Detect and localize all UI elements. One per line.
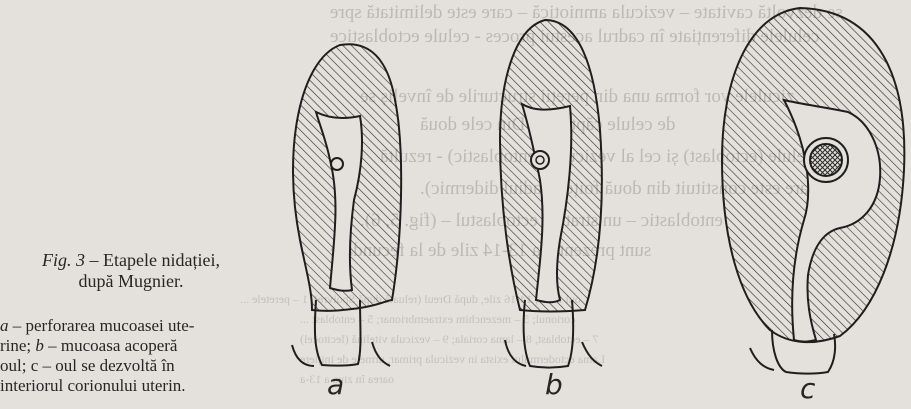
stage-a-drawing (292, 44, 401, 366)
stage-c-drawing (722, 8, 904, 374)
legend-line: a – perforarea mucoasei ute- (0, 316, 262, 336)
figure-legend: a – perforarea mucoasei ute- rine; b – m… (0, 316, 262, 396)
caption-line-2: după Mugnier. (0, 271, 262, 292)
figure-caption: Fig. 3 – Etapele nidației, după Mugnier. (0, 250, 262, 292)
egg-a (331, 158, 343, 170)
legend-text: – mucoasa acoperă (44, 336, 178, 355)
legend-letter-a: a (0, 316, 9, 335)
legend-text: – perforarea mucoasei ute- (9, 316, 195, 335)
figure-number: Fig. 3 (42, 250, 85, 270)
legend-text: rine; (0, 336, 35, 355)
egg-b (531, 151, 549, 169)
figure-label-b: b (545, 368, 563, 401)
figure-label-c: c (800, 372, 815, 405)
legend-letter-b: b (35, 336, 44, 355)
caption-line-1: Fig. 3 – Etapele nidației, (0, 250, 262, 271)
stage-b-drawing (500, 20, 602, 368)
legend-line: rine; b – mucoasa acoperă (0, 336, 262, 356)
legend-line: interiorul corionului uterin. (0, 376, 262, 396)
figure-label-a: a (327, 368, 344, 401)
caption-title: – Etapele nidației, (85, 250, 220, 270)
legend-line: oul; c – oul se dezvoltă în (0, 356, 262, 376)
